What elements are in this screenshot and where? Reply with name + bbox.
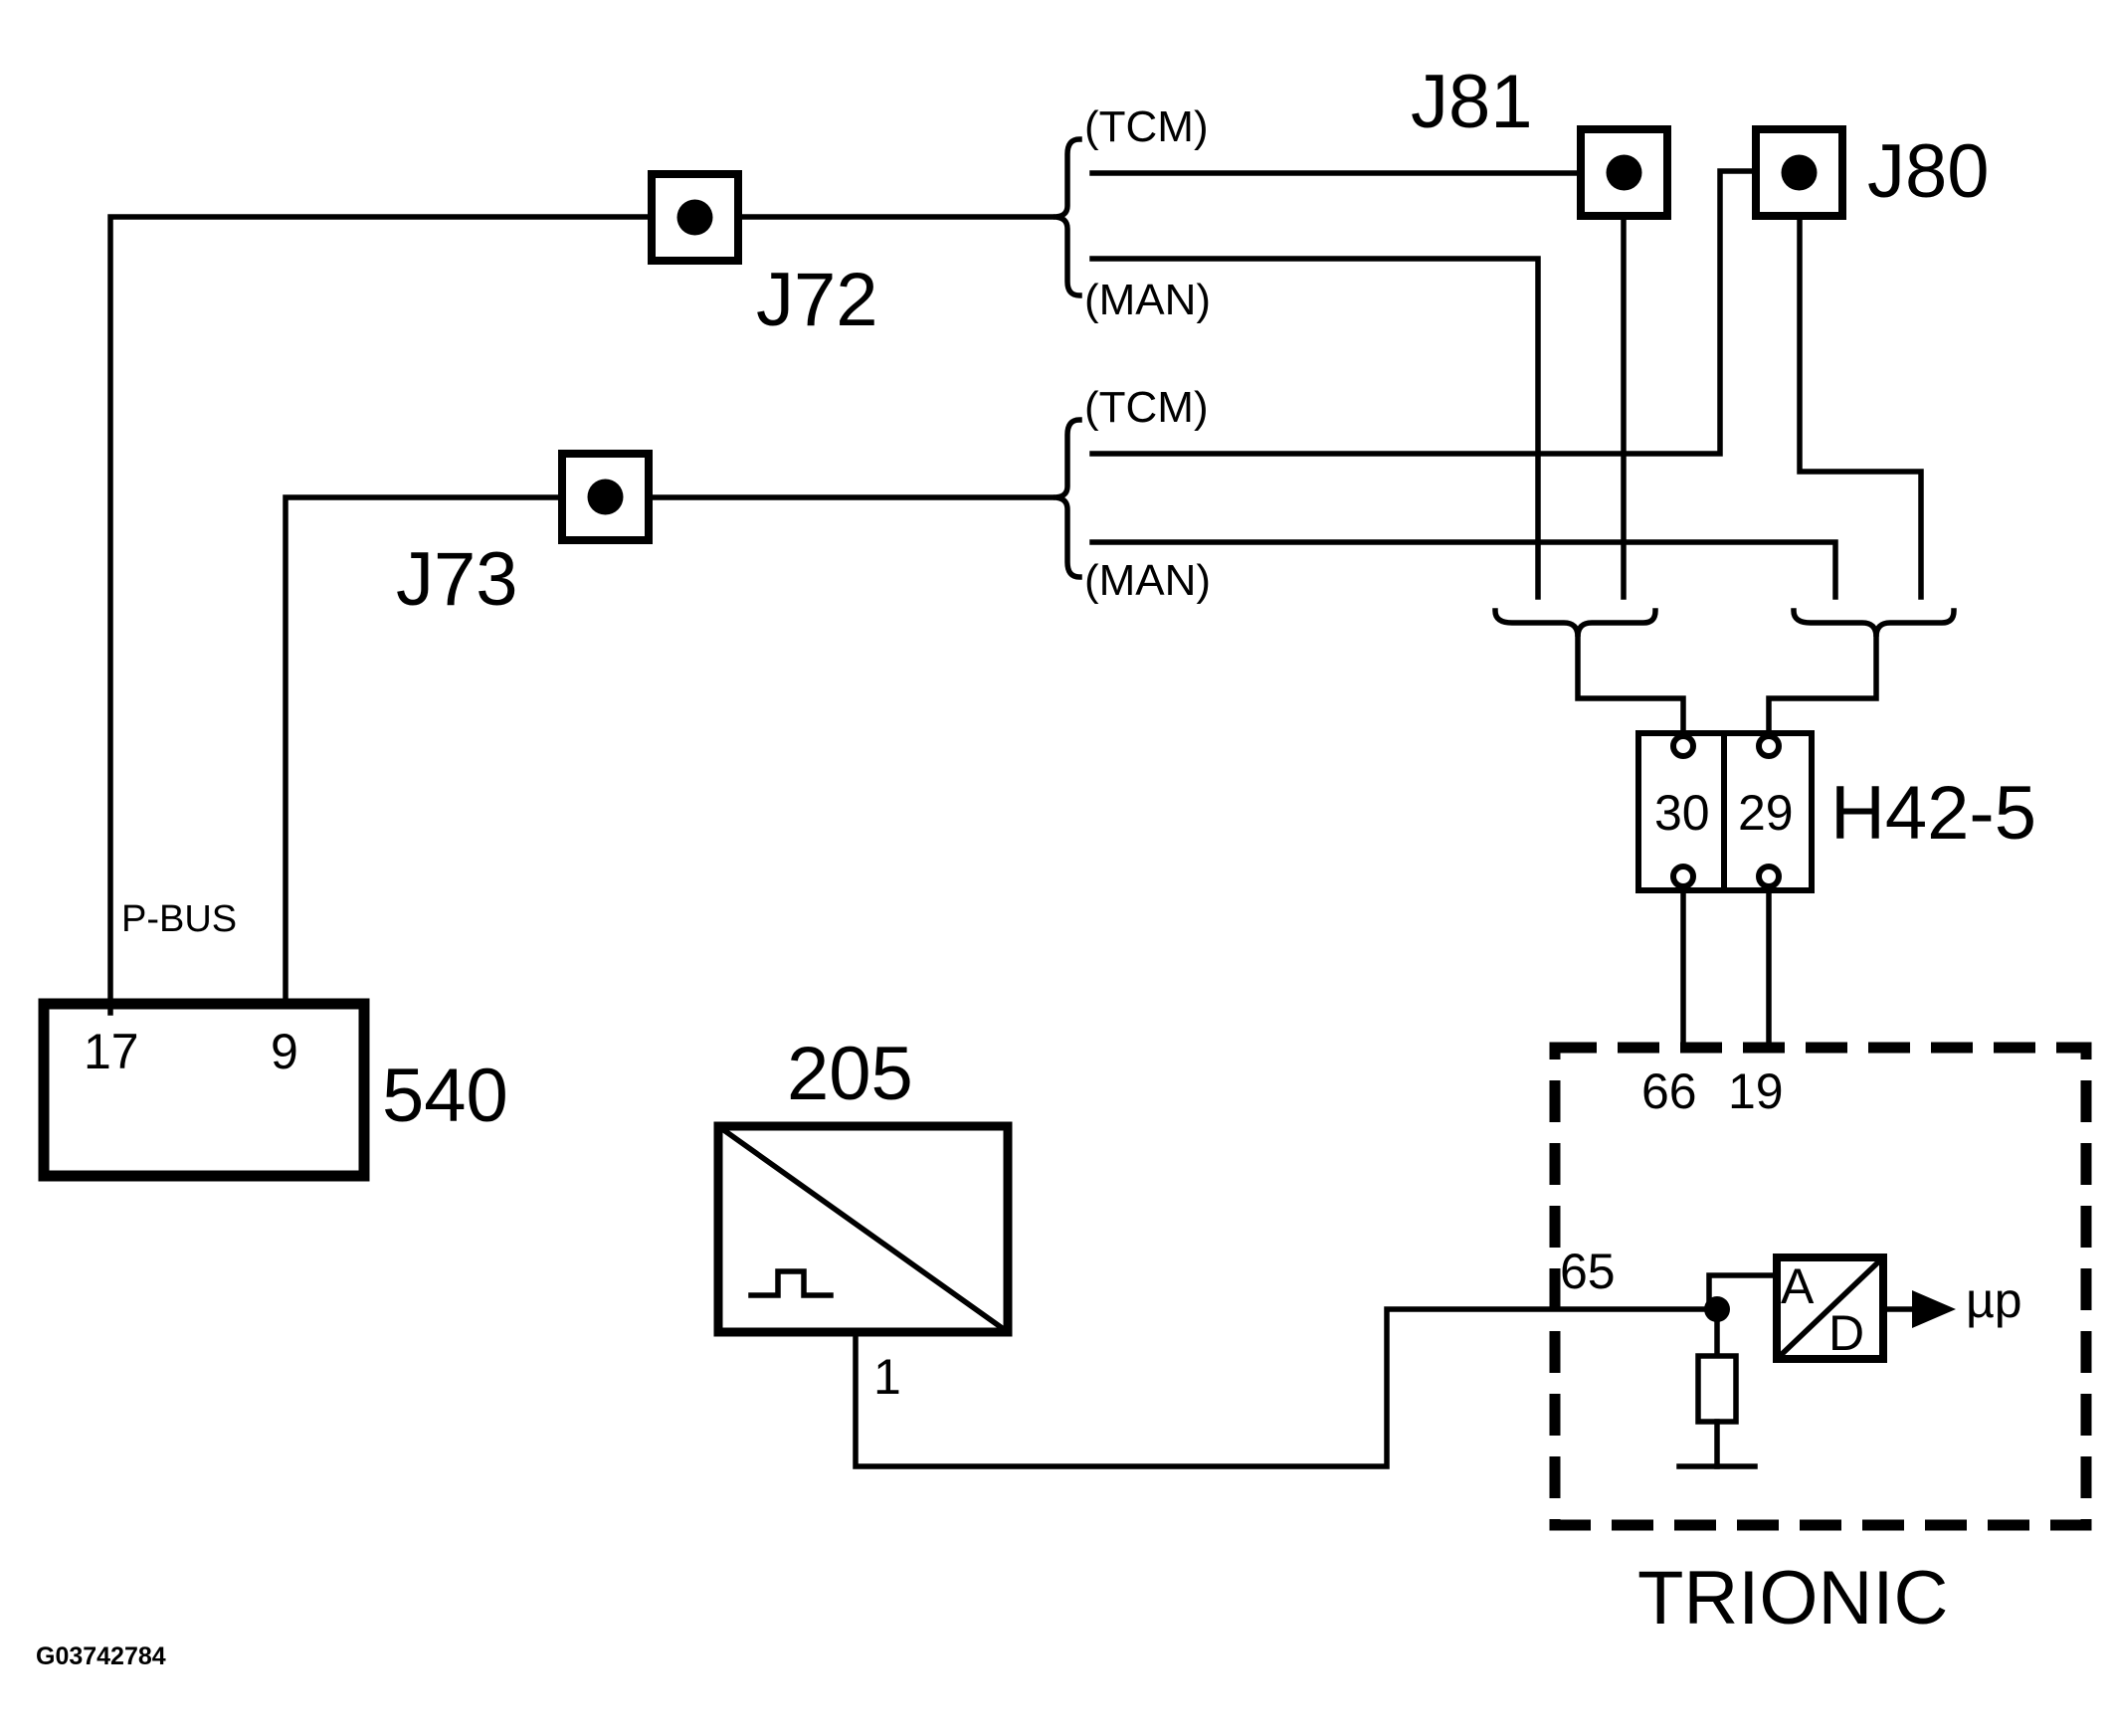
- wire-man-lower: [1089, 539, 1838, 600]
- label-j80: J80: [1867, 129, 1990, 214]
- pin-30: 30: [1654, 785, 1710, 841]
- pin-65: 65: [1560, 1244, 1616, 1299]
- pbus-wire-upper: [107, 214, 1055, 1008]
- label-ad-a: A: [1781, 1258, 1815, 1314]
- pin-29: 29: [1738, 785, 1794, 841]
- resistor-icon: [1695, 1306, 1739, 1469]
- output-arrow-icon: [1880, 1290, 1956, 1328]
- wire-h42-to-trionic: [1680, 883, 1772, 1046]
- figure-code: G03742784: [36, 1642, 166, 1670]
- module-540: [38, 998, 370, 1182]
- label-man-lower: (MAN): [1084, 556, 1211, 605]
- pulse-signal-icon: [748, 1268, 834, 1298]
- merge-brace-right: [1766, 608, 1957, 737]
- label-up: µp: [1966, 1272, 2022, 1328]
- pin-19: 19: [1728, 1063, 1784, 1119]
- wire-signal-205: [853, 1272, 1780, 1469]
- wire-man-upper: [1089, 256, 1541, 600]
- label-man-upper: (MAN): [1084, 276, 1211, 324]
- pin-17: 17: [84, 1024, 139, 1079]
- label-h42-5: H42-5: [1830, 771, 2036, 856]
- branch-brace-lower: [1053, 417, 1082, 580]
- junction-j80: [1752, 125, 1846, 220]
- sensor-205: [713, 1121, 1013, 1337]
- pbus-wire-lower: [283, 494, 1055, 1008]
- label-205: 205: [787, 1032, 913, 1116]
- label-540: 540: [382, 1054, 508, 1138]
- connector-h42-5: [1635, 730, 1815, 893]
- label-trionic: TRIONIC: [1637, 1556, 1948, 1640]
- label-j73: J73: [396, 537, 518, 622]
- junction-j72: [648, 170, 742, 265]
- merge-brace-left: [1492, 608, 1686, 737]
- pin-66: 66: [1641, 1063, 1697, 1119]
- ecu-trionic-outline: [1549, 1042, 2092, 1531]
- junction-j81: [1577, 125, 1671, 220]
- branch-brace-upper: [1053, 136, 1082, 298]
- label-j72: J72: [756, 258, 878, 342]
- pin-1: 1: [873, 1349, 901, 1405]
- label-ad-d: D: [1828, 1305, 1864, 1361]
- label-tcm-upper: (TCM): [1084, 102, 1209, 151]
- pin-9: 9: [271, 1024, 298, 1079]
- junction-j73: [558, 450, 653, 544]
- label-pbus: P-BUS: [121, 898, 237, 940]
- label-j81: J81: [1411, 60, 1533, 144]
- wire-j80-down: [1797, 170, 1924, 600]
- ad-converter-icon: [1773, 1254, 1887, 1363]
- label-tcm-lower: (TCM): [1084, 383, 1209, 432]
